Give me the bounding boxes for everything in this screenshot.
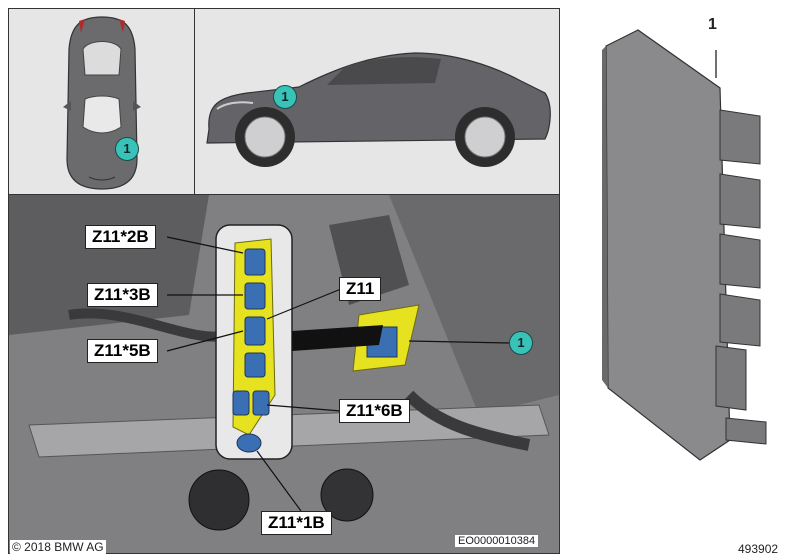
label-z11-2b: Z11*2B bbox=[85, 225, 156, 249]
part-number-code: 493902 bbox=[738, 542, 779, 556]
label-z11-1b: Z11*1B bbox=[261, 511, 332, 535]
label-z11-5b: Z11*5B bbox=[87, 339, 158, 363]
label-z11-6b: Z11*6B bbox=[339, 399, 410, 423]
part-number-callout: 1 bbox=[708, 16, 717, 33]
callout-badge-side-view: 1 bbox=[273, 85, 297, 109]
label-z11: Z11 bbox=[339, 277, 382, 301]
callout-badge-top-view: 1 bbox=[115, 137, 139, 161]
image-code: EO0000010384 bbox=[455, 535, 539, 547]
engine-bay-panel: Z11*2B Z11*3B Z11*5B Z11 Z11*6B Z11*1B 1… bbox=[8, 194, 560, 554]
label-z11-3b: Z11*3B bbox=[87, 283, 158, 307]
car-side-view-illustration bbox=[206, 52, 551, 167]
copyright-text: © 2018 BMW AG bbox=[10, 540, 106, 554]
car-top-view-illustration bbox=[63, 16, 141, 190]
part-illustration bbox=[602, 29, 767, 461]
engine-bay-illustration bbox=[9, 195, 559, 553]
car-side-view-panel: 1 bbox=[194, 8, 560, 196]
car-top-view-panel: 1 bbox=[8, 8, 196, 196]
callout-badge-engine: 1 bbox=[509, 331, 533, 355]
